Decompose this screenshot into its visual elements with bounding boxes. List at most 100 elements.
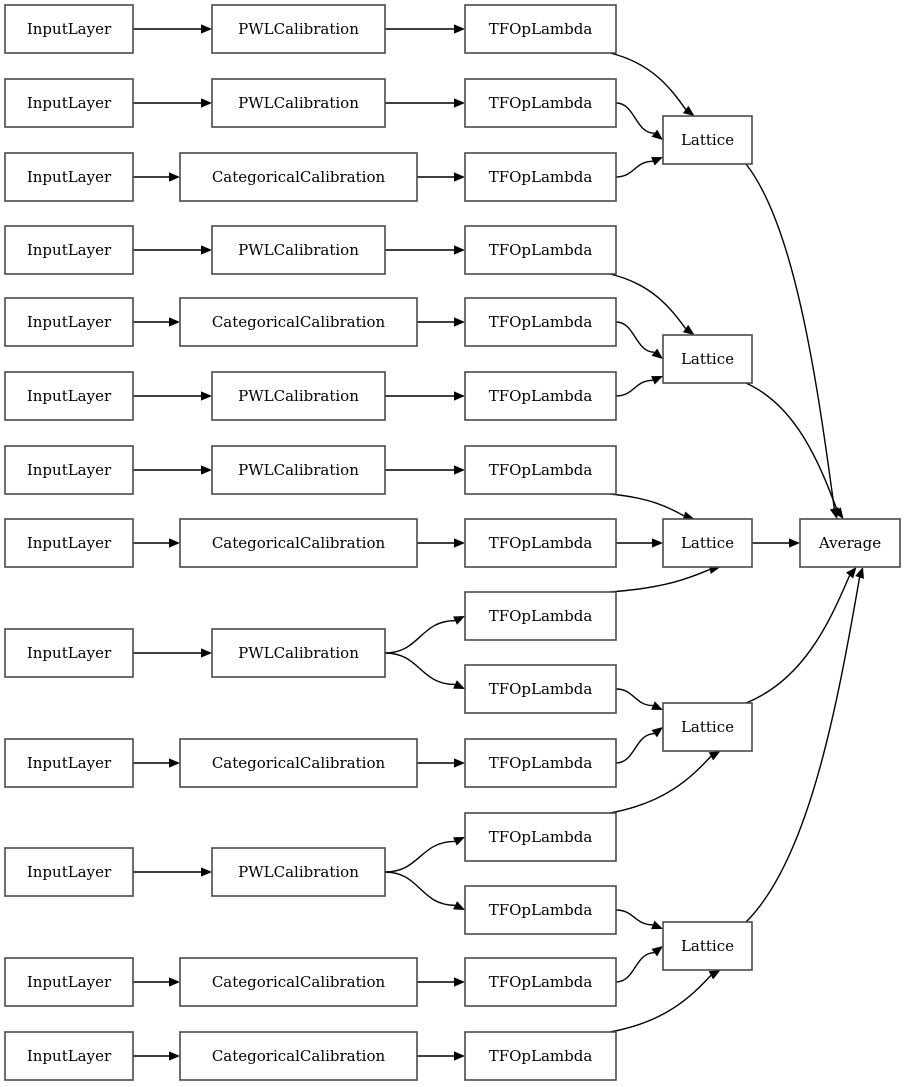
node-box[interactable] — [211, 78, 386, 128]
node-tfop-lambda-lam14[interactable]: TFOpLambda — [464, 957, 617, 1007]
node-box[interactable] — [4, 445, 134, 495]
node-pwlcalibration-cal6[interactable]: PWLCalibration — [211, 371, 386, 421]
node-box[interactable] — [662, 702, 753, 752]
node-lattice-lat5[interactable]: Lattice — [662, 921, 753, 971]
node-categorical-calibration-cal8[interactable]: CategoricalCalibration — [179, 518, 418, 568]
arrowhead-icon — [454, 758, 465, 768]
edge-categorical-calibration-to-tfop-lambda — [417, 317, 465, 327]
node-tfop-lambda-lam11[interactable]: TFOpLambda — [464, 738, 617, 788]
node-pwlcalibration-cal7[interactable]: PWLCalibration — [211, 445, 386, 495]
node-box[interactable] — [4, 518, 134, 568]
node-tfop-lambda-lam7[interactable]: TFOpLambda — [464, 445, 617, 495]
edge-categorical-calibration-to-tfop-lambda — [417, 172, 465, 182]
node-box[interactable] — [179, 297, 418, 347]
node-box[interactable] — [662, 518, 753, 568]
node-input-layer-in8[interactable]: InputLayer — [4, 518, 134, 568]
node-box[interactable] — [464, 738, 617, 788]
arrowhead-icon — [789, 538, 800, 548]
node-box[interactable] — [211, 628, 386, 678]
node-box[interactable] — [662, 921, 753, 971]
node-box[interactable] — [4, 4, 134, 54]
node-categorical-calibration-cal3[interactable]: CategoricalCalibration — [179, 152, 418, 202]
node-box[interactable] — [179, 1031, 418, 1081]
node-box[interactable] — [662, 334, 753, 384]
node-tfop-lambda-lam13[interactable]: TFOpLambda — [464, 885, 617, 935]
node-input-layer-in9[interactable]: InputLayer — [4, 628, 134, 678]
node-box[interactable] — [464, 664, 617, 714]
node-tfop-lambda-lam10[interactable]: TFOpLambda — [464, 664, 617, 714]
node-box[interactable] — [4, 628, 134, 678]
node-input-layer-in12[interactable]: InputLayer — [4, 957, 134, 1007]
node-box[interactable] — [464, 1031, 617, 1081]
node-tfop-lambda-lam8[interactable]: TFOpLambda — [464, 518, 617, 568]
node-box[interactable] — [179, 957, 418, 1007]
node-tfop-lambda-lam1[interactable]: TFOpLambda — [464, 4, 617, 54]
node-pwlcalibration-cal4[interactable]: PWLCalibration — [211, 225, 386, 275]
node-box[interactable] — [464, 445, 617, 495]
node-tfop-lambda-lam5[interactable]: TFOpLambda — [464, 297, 617, 347]
node-box[interactable] — [179, 518, 418, 568]
node-input-layer-in6[interactable]: InputLayer — [4, 371, 134, 421]
node-box[interactable] — [4, 225, 134, 275]
node-box[interactable] — [211, 225, 386, 275]
node-categorical-calibration-cal5[interactable]: CategoricalCalibration — [179, 297, 418, 347]
node-input-layer-in5[interactable]: InputLayer — [4, 297, 134, 347]
node-box[interactable] — [464, 78, 617, 128]
node-box[interactable] — [464, 4, 617, 54]
node-lattice-lat2[interactable]: Lattice — [662, 334, 753, 384]
node-box[interactable] — [4, 78, 134, 128]
node-input-layer-in11[interactable]: InputLayer — [4, 847, 134, 897]
node-box[interactable] — [211, 847, 386, 897]
node-input-layer-in1[interactable]: InputLayer — [4, 4, 134, 54]
node-box[interactable] — [464, 812, 617, 862]
node-input-layer-in13[interactable]: InputLayer — [4, 1031, 134, 1081]
node-box[interactable] — [179, 152, 418, 202]
node-box[interactable] — [464, 957, 617, 1007]
node-tfop-lambda-lam4[interactable]: TFOpLambda — [464, 225, 617, 275]
node-box[interactable] — [179, 738, 418, 788]
node-categorical-calibration-cal13[interactable]: CategoricalCalibration — [179, 1031, 418, 1081]
node-pwlcalibration-cal2[interactable]: PWLCalibration — [211, 78, 386, 128]
node-box[interactable] — [464, 591, 617, 641]
node-box[interactable] — [464, 297, 617, 347]
node-tfop-lambda-lam9[interactable]: TFOpLambda — [464, 591, 617, 641]
node-lattice-lat1[interactable]: Lattice — [662, 115, 753, 165]
node-box[interactable] — [211, 445, 386, 495]
node-box[interactable] — [211, 371, 386, 421]
node-lattice-lat4[interactable]: Lattice — [662, 702, 753, 752]
node-tfop-lambda-lam2[interactable]: TFOpLambda — [464, 78, 617, 128]
node-box[interactable] — [4, 738, 134, 788]
node-pwlcalibration-cal11[interactable]: PWLCalibration — [211, 847, 386, 897]
node-box[interactable] — [4, 297, 134, 347]
node-pwlcalibration-cal1[interactable]: PWLCalibration — [211, 4, 386, 54]
node-box[interactable] — [4, 957, 134, 1007]
node-box[interactable] — [464, 225, 617, 275]
node-input-layer-in2[interactable]: InputLayer — [4, 78, 134, 128]
node-box[interactable] — [464, 518, 617, 568]
node-box[interactable] — [662, 115, 753, 165]
node-tfop-lambda-lam12[interactable]: TFOpLambda — [464, 812, 617, 862]
node-average-avg[interactable]: Average — [799, 518, 901, 568]
node-input-layer-in7[interactable]: InputLayer — [4, 445, 134, 495]
node-categorical-calibration-cal12[interactable]: CategoricalCalibration — [179, 957, 418, 1007]
node-box[interactable] — [464, 371, 617, 421]
node-pwlcalibration-cal9[interactable]: PWLCalibration — [211, 628, 386, 678]
node-box[interactable] — [464, 152, 617, 202]
node-box[interactable] — [4, 371, 134, 421]
node-input-layer-in4[interactable]: InputLayer — [4, 225, 134, 275]
node-label: TFOpLambda — [489, 901, 593, 919]
node-box[interactable] — [4, 847, 134, 897]
arrowhead-icon — [169, 1051, 180, 1061]
node-tfop-lambda-lam3[interactable]: TFOpLambda — [464, 152, 617, 202]
node-input-layer-in10[interactable]: InputLayer — [4, 738, 134, 788]
node-tfop-lambda-lam15[interactable]: TFOpLambda — [464, 1031, 617, 1081]
node-tfop-lambda-lam6[interactable]: TFOpLambda — [464, 371, 617, 421]
node-box[interactable] — [464, 885, 617, 935]
node-categorical-calibration-cal10[interactable]: CategoricalCalibration — [179, 738, 418, 788]
node-box[interactable] — [799, 518, 901, 568]
node-lattice-lat3[interactable]: Lattice — [662, 518, 753, 568]
node-input-layer-in3[interactable]: InputLayer — [4, 152, 134, 202]
node-box[interactable] — [4, 152, 134, 202]
node-box[interactable] — [211, 4, 386, 54]
node-box[interactable] — [4, 1031, 134, 1081]
